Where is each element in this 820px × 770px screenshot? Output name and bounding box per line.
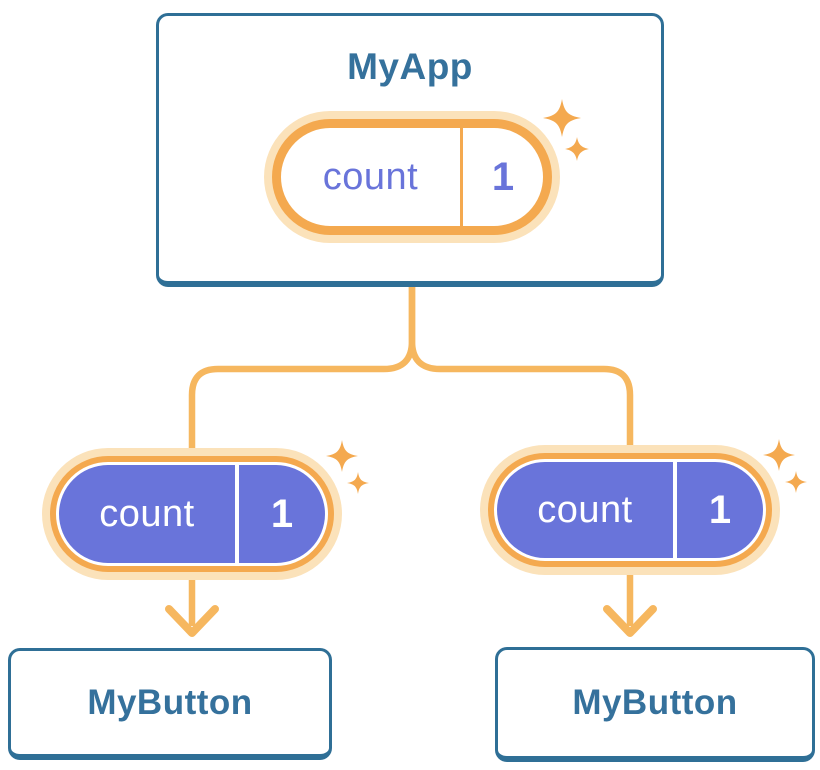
arrow-down-icon bbox=[165, 605, 219, 637]
pill-divider bbox=[673, 462, 677, 558]
connector-parent-to-right-child bbox=[408, 283, 634, 626]
state-key-cell: count bbox=[59, 465, 235, 563]
state-pill-left-child: count 1 bbox=[42, 448, 342, 580]
pill-divider bbox=[235, 465, 239, 563]
component-name-label: MyButton bbox=[572, 683, 738, 722]
state-key-label: count bbox=[322, 155, 419, 198]
state-pill-body: count 1 bbox=[497, 462, 763, 558]
state-value-cell: 1 bbox=[677, 462, 763, 558]
state-value-label: 1 bbox=[708, 487, 732, 532]
state-pill-ring: count 1 bbox=[488, 453, 772, 567]
state-pill-parent: count 1 bbox=[264, 111, 560, 243]
component-card-mybutton-left: MyButton bbox=[8, 648, 332, 760]
state-key-label: count bbox=[99, 492, 195, 535]
state-pill-right-child: count 1 bbox=[480, 445, 780, 575]
state-key-label: count bbox=[537, 488, 633, 531]
state-pill-body: count 1 bbox=[59, 465, 325, 563]
state-pill-ring: count 1 bbox=[272, 119, 552, 235]
state-key-cell: count bbox=[497, 462, 673, 558]
component-card-mybutton-right: MyButton bbox=[495, 647, 815, 762]
pill-divider bbox=[460, 128, 463, 226]
state-value-label: 1 bbox=[270, 491, 294, 536]
state-value-label: 1 bbox=[491, 154, 515, 199]
state-pill-ring: count 1 bbox=[50, 456, 334, 572]
component-name-label: MyApp bbox=[347, 46, 473, 87]
state-value-cell: 1 bbox=[239, 465, 325, 563]
state-key-cell: count bbox=[281, 128, 460, 226]
state-value-cell: 1 bbox=[463, 128, 543, 226]
component-name-label: MyButton bbox=[87, 682, 253, 722]
arrow-down-icon bbox=[603, 605, 657, 637]
